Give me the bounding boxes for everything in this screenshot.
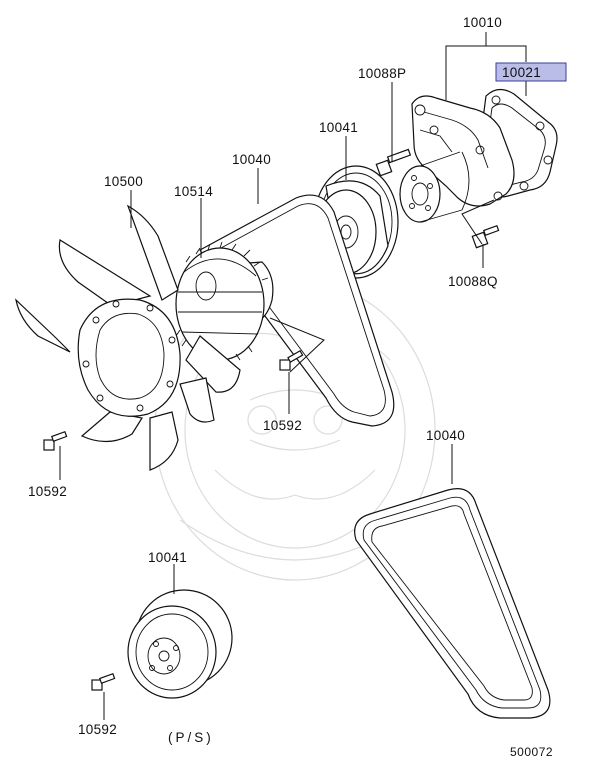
label-bolt-10088p[interactable]: 10088P (358, 66, 406, 81)
label-gasket[interactable]: 10021 (502, 65, 541, 80)
leader-lines (59, 32, 527, 720)
label-bolt-10592-ps[interactable]: 10592 (78, 722, 117, 737)
label-lower-pulley[interactable]: 10041 (148, 550, 187, 565)
bolt-10592-center[interactable] (279, 349, 304, 371)
label-ps-note: (P/S) (168, 730, 214, 745)
lower-pulley[interactable] (127, 589, 233, 699)
lower-belt[interactable] (354, 488, 551, 719)
bolt-10088p[interactable] (375, 148, 412, 177)
diagram-number: 500072 (510, 745, 553, 759)
label-bolt-10088q[interactable]: 10088Q (448, 274, 498, 289)
water-pump-assembly[interactable] (399, 88, 558, 223)
label-lower-belt[interactable]: 10040 (426, 428, 465, 443)
label-bolt-10592-left[interactable]: 10592 (28, 484, 67, 499)
bolt-10592-left[interactable] (43, 430, 68, 451)
cooling-fan[interactable] (15, 204, 241, 471)
bolt-10592-ps[interactable] (91, 672, 116, 691)
label-upper-belt[interactable]: 10040 (232, 152, 271, 167)
label-bolt-10592-center[interactable]: 10592 (263, 418, 302, 433)
label-fan-clutch[interactable]: 10514 (174, 184, 213, 199)
bolt-10088q[interactable] (471, 224, 500, 249)
label-upper-pulley[interactable]: 10041 (319, 120, 358, 135)
label-water-pump-assembly[interactable]: 10010 (463, 15, 502, 30)
gasket-label-highlight (495, 62, 567, 82)
label-fan[interactable]: 10500 (104, 174, 143, 189)
fan-clutch[interactable] (175, 241, 274, 363)
